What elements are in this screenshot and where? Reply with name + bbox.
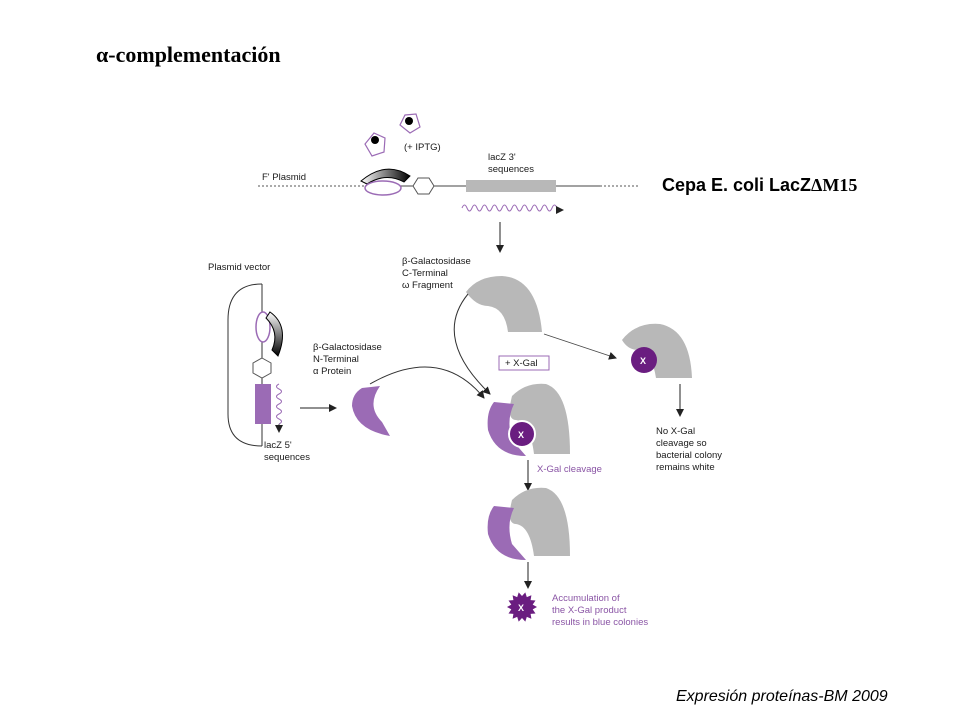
omega-label-line2: C-Terminal — [402, 268, 448, 279]
mrna-wave-top — [461, 204, 558, 212]
plasmid-oval — [255, 311, 271, 343]
xgal-box-label: + X-Gal — [505, 358, 537, 369]
blue-label-line1: Accumulation of — [552, 593, 620, 604]
lacz3-label-line1: lacZ 3' — [488, 152, 516, 163]
lac-repressor-oval — [364, 180, 402, 196]
arrow-omega-to-complex — [453, 293, 491, 395]
operator-hexagon — [412, 177, 435, 195]
strain-prefix: Cepa E. coli LacZ — [662, 175, 812, 195]
f-plasmid-label: F' Plasmid — [262, 172, 306, 183]
footer-text: Expresión proteínas-BM 2009 — [676, 688, 888, 705]
lacz5-label-line1: lacZ 5' — [264, 440, 292, 451]
strain-suffix: ΔM15 — [811, 175, 858, 195]
white-label-line2: cleavage so — [656, 438, 707, 449]
alpha-label-line1: β-Galactosidase — [313, 342, 382, 353]
arrow-alpha-to-complex — [369, 366, 485, 399]
xgal-cleavage-label: X-Gal cleavage — [537, 464, 602, 475]
plasmid-promoter-curve — [265, 311, 283, 357]
alpha-protein-shape — [352, 386, 390, 436]
white-label-line1: No X-Gal — [656, 426, 695, 437]
x-mark-right: X — [640, 356, 646, 366]
iptg-dot-2 — [405, 117, 413, 125]
complex-alpha — [487, 402, 526, 456]
mrna-wave-left — [276, 383, 282, 425]
xgal-molecule-complex — [508, 420, 536, 448]
lacz5-gene-box — [255, 384, 271, 424]
x-mark-complex: X — [518, 430, 524, 440]
blue-label-line3: results in blue colonies — [552, 617, 648, 628]
alpha-symbol: α — [96, 42, 109, 67]
white-label-line4: remains white — [656, 462, 715, 473]
iptg-molecule-1 — [364, 132, 386, 157]
blue-label-line2: the X-Gal product — [552, 605, 627, 616]
blue-product-star — [507, 592, 537, 622]
iptg-dot-1 — [371, 136, 379, 144]
plasmid-loop — [227, 283, 263, 447]
lac-promoter-curve — [360, 168, 411, 185]
white-label-line3: bacterial colony — [656, 450, 722, 461]
omega-label-line3: ω Fragment — [402, 280, 453, 291]
xgal-molecule-right — [631, 347, 657, 373]
xgal-box — [498, 355, 550, 371]
lacz3-label-line2: sequences — [488, 164, 534, 175]
title-text: -complementación — [108, 42, 281, 67]
x-mark-product: X — [518, 603, 524, 613]
cleaved-complex-omega — [509, 487, 570, 556]
arrow-to-white-branch — [543, 333, 617, 360]
complex-omega — [509, 383, 570, 454]
iptg-molecules — [364, 113, 421, 157]
alpha-label-line2: N-Terminal — [313, 354, 359, 365]
plasmid-operator-hexagon — [252, 357, 272, 379]
iptg-label: (+ IPTG) — [404, 142, 441, 153]
lacz5-label-line2: sequences — [264, 452, 310, 463]
f-plasmid — [258, 168, 640, 214]
omega-fragment-shape — [466, 276, 542, 332]
lacz3-gene-box — [466, 180, 556, 192]
page-title: α-complementación — [96, 42, 281, 68]
cleaved-complex-alpha — [487, 506, 526, 560]
alpha-label-line3: α Protein — [313, 366, 351, 377]
blue-product-starburst — [507, 592, 537, 622]
omega-fragment-right — [622, 323, 692, 378]
strain-label: Cepa E. coli LacZΔM15 — [662, 175, 857, 196]
omega-label-line1: β-Galactosidase — [402, 256, 471, 267]
plasmid-vector-label: Plasmid vector — [208, 262, 270, 273]
